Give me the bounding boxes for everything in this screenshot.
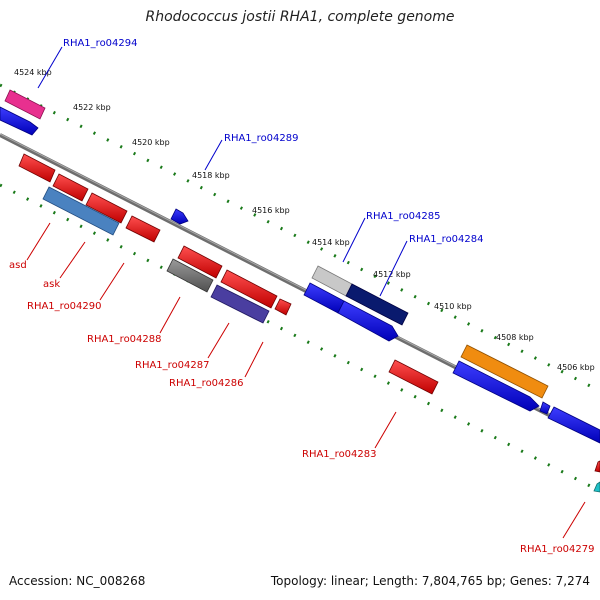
leader-ro04287	[207, 322, 230, 359]
gene-label[interactable]: RHA1_ro04288	[87, 334, 162, 345]
gene-forward-blue-4[interactable]	[539, 401, 551, 415]
gene-label[interactable]: RHA1_ro04290	[27, 301, 102, 312]
tick-label: 4506 kbp	[557, 363, 595, 372]
gene-forward-blue[interactable]	[0, 106, 39, 136]
gene-forward-blue-2[interactable]	[337, 300, 399, 342]
scale-ticks: 4524 kbp 4522 kbp 4520 kbp 4518 kbp 4516…	[14, 68, 595, 372]
gene-ro04290[interactable]	[125, 215, 161, 243]
tick-label: 4524 kbp	[14, 68, 52, 77]
gene-ro04288[interactable]	[177, 245, 223, 279]
gene-label[interactable]: RHA1_ro04283	[302, 449, 377, 460]
gene-ro04289[interactable]	[170, 208, 189, 225]
gene-forward-blue-5[interactable]	[547, 406, 600, 444]
gene-label[interactable]: RHA1_ro04287	[135, 360, 210, 371]
topology-text: Topology: linear; Length: 7,804,765 bp; …	[270, 574, 590, 588]
gene-label[interactable]: asd	[9, 260, 27, 271]
gene-asd[interactable]	[52, 173, 89, 202]
leader-ro04279	[562, 501, 586, 539]
gene-label[interactable]: RHA1_ro04294	[63, 38, 138, 49]
tick-label: 4518 kbp	[192, 171, 230, 180]
gene-labels: RHA1_ro04294 RHA1_ro04289 RHA1_ro04285 R…	[9, 38, 595, 555]
accession-text: Accession: NC_008268	[9, 574, 146, 588]
gene-blue-light[interactable]	[42, 186, 120, 236]
leader-ro04285	[342, 217, 366, 263]
leader-ro04294	[37, 46, 63, 89]
leader-ro04290	[99, 262, 125, 301]
leader-ro04284	[379, 240, 408, 297]
tick-label: 4512 kbp	[373, 270, 411, 279]
gene-cyan[interactable]	[593, 481, 600, 493]
leader-ro04288	[159, 296, 181, 334]
tick-label: 4520 kbp	[132, 138, 170, 147]
label-leaders	[26, 46, 586, 539]
tick-label: 4522 kbp	[73, 103, 111, 112]
gene-ro04294[interactable]	[4, 89, 46, 120]
gene-red-2[interactable]	[220, 269, 278, 309]
reverse-genes	[18, 153, 600, 493]
gene-label[interactable]: RHA1_ro04285	[366, 211, 441, 222]
gene-ro04286[interactable]	[210, 284, 270, 324]
gene-label[interactable]: RHA1_ro04286	[169, 378, 244, 389]
gene-red[interactable]	[18, 153, 56, 183]
gene-ro04283[interactable]	[388, 359, 439, 395]
leader-ro04283	[374, 411, 397, 449]
tick-label: 4514 kbp	[312, 238, 350, 247]
leader-asd	[26, 222, 51, 261]
gene-label[interactable]: RHA1_ro04289	[224, 133, 299, 144]
gene-label[interactable]: ask	[43, 279, 60, 290]
gene-ro04287[interactable]	[166, 258, 214, 293]
map-title: Rhodococcus jostii RHA1, complete genome	[145, 9, 455, 25]
forward-genes	[0, 89, 600, 444]
tick-label: 4510 kbp	[434, 302, 472, 311]
gene-red-small[interactable]	[274, 298, 292, 316]
gene-ro04279[interactable]	[594, 460, 600, 473]
tick-label: 4516 kbp	[252, 206, 290, 215]
leader-ro04286	[244, 341, 264, 378]
leader-ask	[59, 241, 86, 279]
tick-label: 4508 kbp	[496, 333, 534, 342]
gene-label[interactable]: RHA1_ro04284	[409, 234, 484, 245]
gene-forward-orange[interactable]	[460, 344, 549, 399]
gene-forward-blue-3[interactable]	[452, 360, 540, 412]
gene-label[interactable]: RHA1_ro04279	[520, 544, 595, 555]
leader-ro04289	[204, 139, 223, 171]
forward-tick-track	[0, 83, 600, 393]
gene-ask[interactable]	[85, 192, 128, 224]
gene-ro04284[interactable]	[345, 283, 409, 326]
